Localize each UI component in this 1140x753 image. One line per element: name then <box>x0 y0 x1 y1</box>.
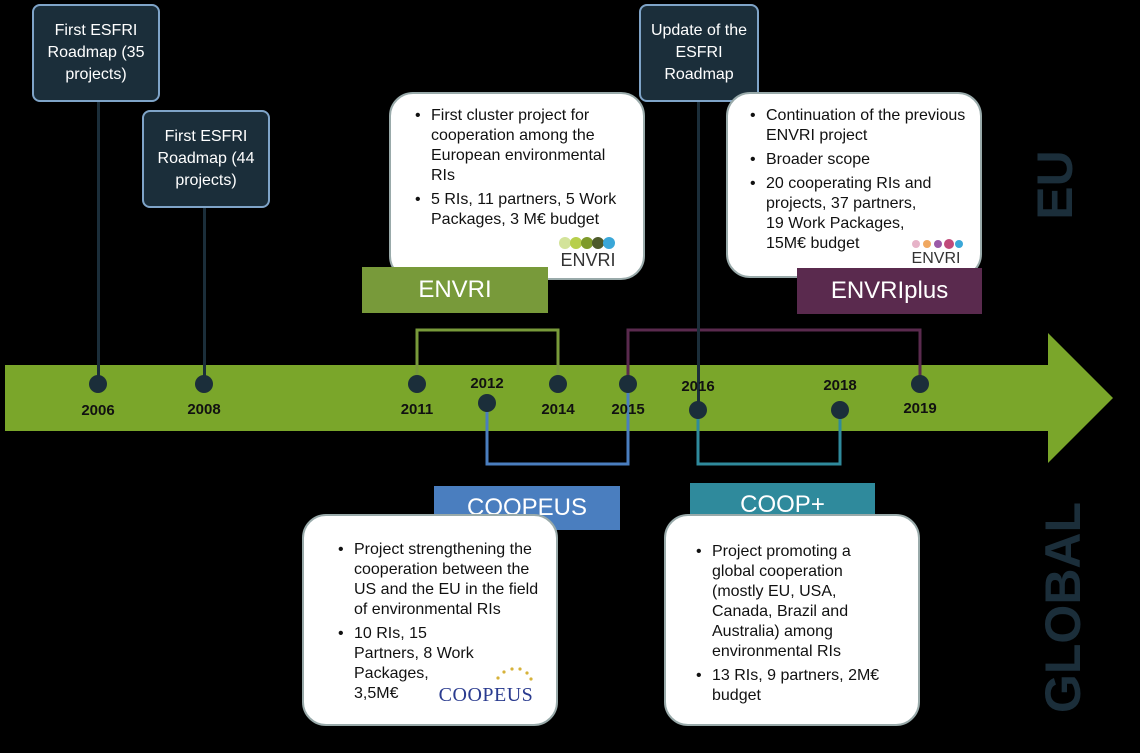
envriplus-bullet-3: 20 cooperating RIs and projects, 37 part… <box>746 174 968 254</box>
envriplus-logo-text: ENVRI <box>911 250 961 267</box>
envriplus-logo: ENVRI <box>908 238 964 270</box>
node-2019 <box>911 375 929 393</box>
year-2014: 2014 <box>541 401 575 418</box>
roadmap-2008-callout: First ESFRI Roadmap (44 projects) <box>142 110 270 208</box>
node-2016 <box>689 401 707 419</box>
coopeus-bracket <box>485 383 630 466</box>
roadmap-2008-text: First ESFRI Roadmap (44 projects) <box>157 128 255 189</box>
node-2008 <box>195 375 213 393</box>
roadmap-2006-connector <box>96 101 100 384</box>
global-side-label: GLOBAL <box>1035 501 1091 713</box>
envri-logo: ENVRI <box>559 236 617 272</box>
coopeus-bullet-1: Project strengthening the cooperation be… <box>334 540 546 620</box>
coopeus-info-box: Project strengthening the cooperation be… <box>302 514 558 726</box>
envriplus-bracket <box>626 328 922 383</box>
envri-bullet-1: First cluster project for cooperation am… <box>411 106 631 186</box>
envri-bullet-2: 5 RIs, 11 partners, 5 Work Packages, 3 M… <box>411 190 631 230</box>
eu-side-label: EU <box>1027 150 1083 220</box>
envriplus-info-box: Continuation of the previous ENVRI proje… <box>726 92 982 278</box>
coopplus-label-text: COOP+ <box>740 491 825 518</box>
roadmap-2016-text: Update of the ESFRI Roadmap <box>650 22 748 83</box>
envriplus-label: ENVRIplus <box>797 268 982 314</box>
coopplus-bullet-2: 13 RIs, 9 partners, 2M€ budget <box>692 666 906 706</box>
envri-info-box: First cluster project for cooperation am… <box>389 92 645 280</box>
coopeus-bullet-2: 10 RIs, 15 Partners, 8 Work Packages, 3,… <box>334 624 546 704</box>
year-2012: 2012 <box>470 375 504 392</box>
coopeus-logo: COOPEUS <box>436 666 536 710</box>
node-2012 <box>478 394 496 412</box>
roadmap-2006-callout: First ESFRI Roadmap (35 projects) <box>32 4 160 102</box>
node-2011 <box>408 375 426 393</box>
roadmap-2016-callout: Update of the ESFRI Roadmap <box>639 4 759 102</box>
coopplus-bracket <box>696 410 842 466</box>
year-2008: 2008 <box>187 401 221 418</box>
year-2019: 2019 <box>903 400 937 417</box>
envri-bracket <box>415 328 560 383</box>
year-2011: 2011 <box>400 401 434 418</box>
roadmap-2006-text: First ESFRI Roadmap (35 projects) <box>47 22 145 83</box>
year-2006: 2006 <box>81 402 115 419</box>
node-2014 <box>549 375 567 393</box>
roadmap-2008-connector <box>202 208 206 384</box>
envriplus-bullet-1: Continuation of the previous ENVRI proje… <box>746 106 968 146</box>
node-2006 <box>89 375 107 393</box>
envri-label: ENVRI <box>362 267 548 313</box>
envri-label-text: ENVRI <box>418 276 492 303</box>
year-2018: 2018 <box>823 377 857 394</box>
envriplus-bullet-2: Broader scope <box>746 150 968 170</box>
node-2015 <box>619 375 637 393</box>
coopplus-bullet-1: Project promoting a global cooperation (… <box>692 542 906 662</box>
year-2016: 2016 <box>681 378 715 395</box>
node-2018 <box>831 401 849 419</box>
coopeus-logo-text: COOPEUS <box>438 684 534 706</box>
roadmap-2016-connector <box>696 101 700 411</box>
envri-logo-text: ENVRI <box>560 250 616 270</box>
envriplus-label-text: ENVRIplus <box>830 277 949 304</box>
coopplus-info-box: Project promoting a global cooperation (… <box>664 514 920 726</box>
year-2015: 2015 <box>611 401 645 418</box>
